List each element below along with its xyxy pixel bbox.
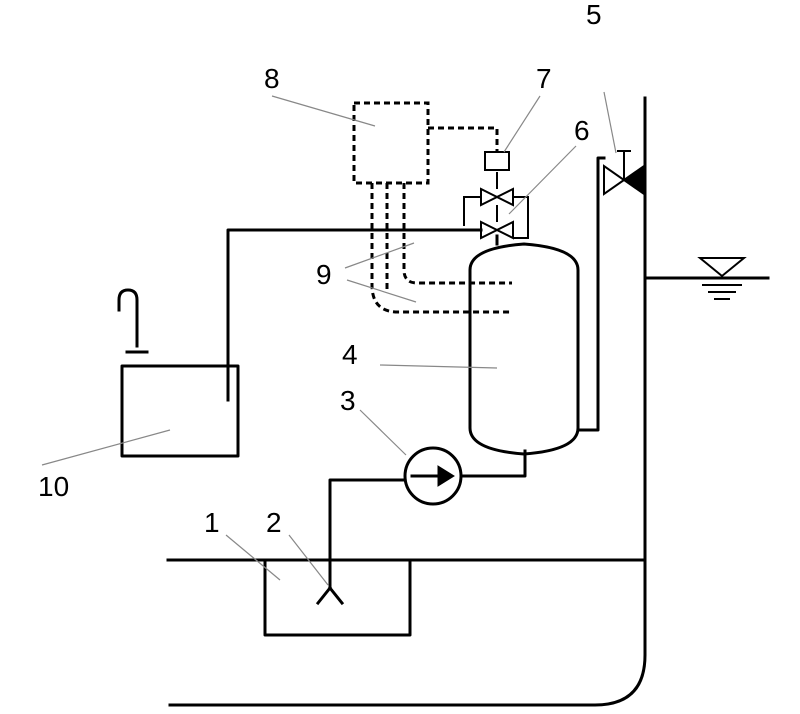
pump-arrow-icon bbox=[437, 465, 455, 487]
hull-valve bbox=[603, 150, 645, 196]
pressure-tank bbox=[468, 242, 580, 456]
suction-pipe bbox=[328, 478, 407, 579]
signal-line bbox=[428, 126, 499, 152]
label-9: 9 bbox=[316, 259, 332, 290]
sensor bbox=[484, 151, 510, 171]
label-5: 5 bbox=[586, 0, 602, 30]
level-probe-2 bbox=[370, 183, 512, 314]
label-2: 2 bbox=[266, 507, 282, 538]
overboard-pipe bbox=[576, 156, 606, 432]
label-7: 7 bbox=[536, 63, 552, 94]
discharge-pipe bbox=[459, 449, 527, 478]
label-4: 4 bbox=[342, 339, 358, 370]
label-1: 1 bbox=[204, 507, 220, 538]
hull-wall bbox=[168, 96, 647, 707]
water-level-triangle bbox=[697, 257, 747, 278]
label-10: 10 bbox=[38, 471, 69, 502]
label-3: 3 bbox=[340, 385, 356, 416]
supply-pipe bbox=[226, 228, 483, 402]
faucet-icon bbox=[117, 288, 149, 354]
label-6: 6 bbox=[574, 115, 590, 146]
valve-assembly bbox=[463, 172, 529, 246]
label-8: 8 bbox=[264, 63, 280, 94]
leader-lines bbox=[41, 91, 617, 586]
bilge-well bbox=[263, 558, 412, 637]
pump bbox=[403, 446, 463, 506]
water-tank bbox=[120, 364, 240, 458]
controller bbox=[352, 101, 430, 185]
water-level-symbol bbox=[697, 257, 747, 300]
suction-strainer bbox=[315, 573, 345, 606]
hull bbox=[166, 96, 770, 707]
